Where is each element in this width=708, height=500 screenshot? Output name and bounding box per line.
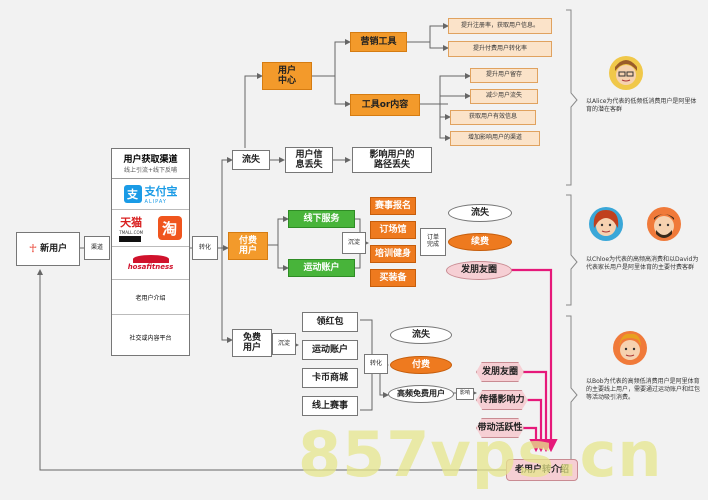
persona-bob-text: 以Bob为代表的高频低消费用户是阿里体育的主要线上用户，需要通过运动账户和红包等…: [586, 378, 701, 401]
new-user-label: 新用户: [40, 243, 68, 254]
cat-icon: [119, 236, 142, 242]
marketing-tools-box: 营销工具: [350, 32, 407, 52]
new-user-box: ☥ 新用户: [16, 232, 80, 266]
tools-content-box: 工具or内容: [350, 94, 420, 116]
offline-service-box: 线下服务: [288, 210, 355, 228]
marketing-item-1: 提升注册率，获取用户信息。: [448, 18, 552, 34]
alice-icon: [609, 56, 643, 90]
persona-chloe-david-text: 以Chloe为代表的高频高消费和以David为代表家长用户是阿里体育的主要付费客…: [586, 256, 699, 271]
sport-account-box: 运动账户: [288, 259, 355, 277]
path-lost-box: 影响用户的 路径丢失: [352, 147, 432, 173]
person-icon: ☥: [28, 241, 38, 255]
spread-moments: 发朋友圈: [476, 362, 524, 382]
convert-arrow: 转化: [192, 236, 218, 260]
service-2: 订场馆: [370, 221, 416, 239]
service-3: 培训健身: [370, 245, 416, 263]
spread-activity: 带动活跃性: [476, 418, 524, 438]
paid-user-box: 付费 用户: [228, 232, 268, 260]
acquire-panel: 用户获取渠道 线上引流+线下反哺 支 支付宝 ALIPAY 天猫 TMALL.C…: [111, 148, 190, 356]
high-freq-user: 高频免费用户: [388, 385, 454, 403]
free-action-4: 线上赛事: [302, 396, 358, 416]
paid-deposit-arrow: 沉淀: [342, 232, 366, 254]
taobao-icon: 淘: [157, 216, 182, 240]
acquire-header: 用户获取渠道 线上引流+线下反哺: [112, 149, 189, 179]
watermark-text: 857vps.cn: [298, 418, 663, 491]
tmall-logo: 天猫 TMALL.COM: [119, 214, 143, 242]
avatar-chloe: [588, 206, 624, 250]
free-outcome-pay: 付费: [390, 356, 452, 374]
tool-item-3: 获取用户有效信息: [450, 110, 536, 125]
hosa-swoosh-icon: [132, 255, 169, 263]
service-1: 赛事报名: [370, 197, 416, 215]
acquire-title: 用户获取渠道: [123, 155, 178, 165]
free-convert-arrow: 转化: [364, 354, 388, 374]
hosa-logo: hosafitness: [112, 247, 189, 280]
user-center-box: 用户 中心: [262, 62, 312, 90]
free-action-2: 运动账户: [302, 340, 358, 360]
paid-outcome-renew: 续费: [448, 233, 512, 251]
avatar-alice: [608, 55, 644, 99]
free-outcome-churn: 流失: [390, 326, 452, 344]
free-deposit-arrow: 沉淀: [272, 333, 296, 355]
info-lost-box: 用户信 息丢失: [285, 147, 333, 173]
david-icon: [647, 207, 681, 241]
paid-outcome-moments: 发朋友圈: [446, 261, 512, 280]
free-action-1: 领红包: [302, 312, 358, 332]
persona-alice-text: 以Alice为代表的低频低消费用户是阿里体育的潜在客群: [586, 98, 697, 113]
churn-box: 流失: [232, 150, 270, 170]
avatar-bob: [612, 330, 648, 374]
tool-item-4: 增加影响用户的渠道: [450, 131, 540, 146]
tmall-taobao-logos: 天猫 TMALL.COM 淘: [112, 210, 189, 247]
order-done-arrow: 订单 完成: [420, 228, 446, 256]
tool-item-1: 提升用户留存: [470, 68, 538, 83]
bob-icon: [613, 331, 647, 365]
social-item: 社交或内容平台: [129, 334, 172, 342]
service-4: 买装备: [370, 269, 416, 287]
alipay-icon: 支: [123, 185, 142, 203]
spread-influence: 传播影响力: [476, 390, 528, 410]
old-user-referral-box: 老用户转介绍: [506, 459, 578, 481]
acquire-subtitle: 线上引流+线下反哺: [123, 167, 178, 174]
marketing-item-2: 提升付费用户转化率: [448, 41, 552, 57]
paid-outcome-churn: 流失: [448, 204, 512, 222]
tool-item-2: 减少用户流失: [470, 89, 538, 104]
chloe-icon: [589, 207, 623, 241]
avatar-david: [646, 206, 682, 250]
channel-arrow: 渠道: [84, 236, 110, 260]
impact-arrow: 影响: [456, 388, 474, 400]
alipay-logo: 支 支付宝 ALIPAY: [112, 179, 189, 210]
free-action-3: 卡币商城: [302, 368, 358, 388]
free-user-box: 免费 用户: [232, 329, 272, 357]
old-referral-item: 老用户介绍: [112, 280, 189, 315]
